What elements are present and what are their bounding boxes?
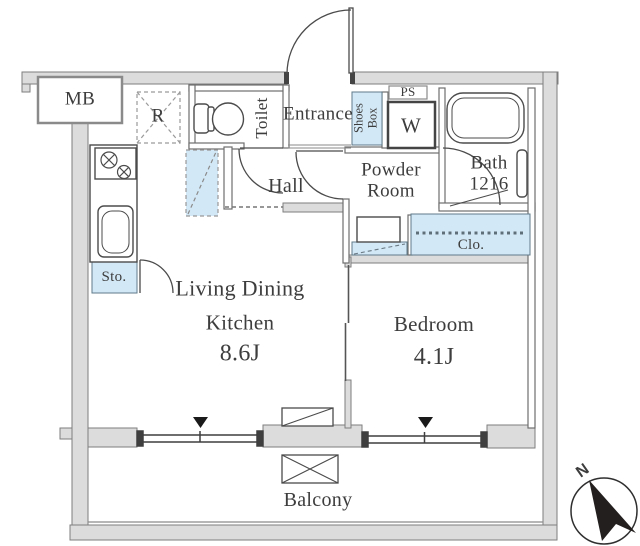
wall-powder-left bbox=[342, 198, 350, 264]
label-powder-line1: Powder bbox=[361, 159, 421, 181]
entrance-door-arc bbox=[286, 9, 352, 75]
hatch-diag2 bbox=[281, 454, 339, 484]
label-closet: Clo. bbox=[457, 236, 485, 253]
shoes-box-area bbox=[351, 91, 383, 146]
stove-burners bbox=[100, 151, 132, 180]
label-ldk-line2: Kitchen bbox=[205, 310, 275, 335]
ldk-window-marker bbox=[193, 417, 208, 428]
label-refrigerator: R bbox=[151, 105, 165, 127]
wall-left-balcony-stub bbox=[59, 427, 73, 440]
label-bedroom-size: 4.1J bbox=[413, 343, 455, 370]
washbasin bbox=[356, 216, 401, 243]
label-powder-room: Powder Room bbox=[361, 160, 421, 201]
wall-toilet-top bbox=[188, 84, 290, 92]
refrigerator-space-area bbox=[185, 149, 219, 217]
ldk-window bbox=[136, 430, 264, 447]
wall-bedroom-right bbox=[527, 87, 536, 429]
outdoor-unit-diagonal bbox=[281, 407, 334, 427]
wall-ldk-bedroom-lower bbox=[344, 379, 352, 429]
label-powder-line2: Room bbox=[367, 180, 415, 201]
label-bath-line1: Bath bbox=[470, 152, 508, 174]
label-ldk-size: 8.6J bbox=[219, 340, 261, 367]
wall-right bbox=[542, 71, 558, 541]
label-bedroom: Bedroom 4.1J bbox=[394, 313, 474, 371]
compass bbox=[570, 477, 638, 545]
bedroom-window bbox=[361, 431, 488, 448]
label-ldk: Living Dining Kitchen 8.6J bbox=[175, 276, 304, 367]
entrance-jamb-left bbox=[284, 72, 289, 84]
vanity-dashed-line bbox=[353, 243, 406, 255]
entrance-jamb-right bbox=[350, 72, 355, 84]
wall-bottom-left-chunk bbox=[87, 427, 138, 448]
label-ldk-line1: Living Dining bbox=[175, 275, 305, 301]
wall-left bbox=[71, 83, 89, 541]
label-bedroom-line1: Bedroom bbox=[393, 312, 475, 337]
refrigerator-box bbox=[136, 91, 181, 144]
wall-bedroom-top bbox=[342, 254, 536, 264]
bedroom-window-marker bbox=[418, 417, 433, 428]
bath-door-panel bbox=[516, 149, 528, 198]
label-shoes-box-line1: Shoes bbox=[351, 103, 366, 133]
entrance-door-leaf bbox=[348, 7, 354, 74]
label-shoes-box: Shoes Box bbox=[351, 103, 380, 133]
label-meter-box: MB bbox=[64, 88, 96, 110]
wall-hall-ldk bbox=[282, 202, 346, 213]
label-entrance: Entrance bbox=[283, 103, 353, 125]
wall-top-left-stub bbox=[21, 83, 31, 93]
refrigerator-space-diagonal bbox=[187, 151, 217, 215]
wall-top-right bbox=[351, 71, 559, 85]
meter-box bbox=[36, 75, 124, 125]
label-shoes-box-line2: Box bbox=[365, 107, 379, 129]
bath-door-arc bbox=[442, 147, 501, 206]
label-storage: Sto. bbox=[101, 268, 127, 285]
wall-toilet-bottom bbox=[188, 142, 245, 150]
label-hall: Hall bbox=[268, 175, 304, 198]
pipe-space-box bbox=[388, 85, 428, 100]
kitchen-sink-basin bbox=[101, 210, 130, 254]
label-washer: W bbox=[400, 113, 422, 138]
label-balcony: Balcony bbox=[283, 489, 353, 512]
label-bath-line2: 1216 bbox=[469, 173, 509, 194]
wall-bath-bottom bbox=[438, 202, 536, 212]
label-pipe-space: PS bbox=[400, 83, 416, 99]
label-toilet: Toilet bbox=[251, 97, 271, 139]
kitchen-door-arc bbox=[139, 259, 174, 294]
label-bath: Bath 1216 bbox=[469, 153, 508, 194]
powder-door-arc bbox=[295, 151, 344, 200]
compass-needle bbox=[589, 480, 636, 541]
wall-hall-left bbox=[223, 146, 233, 210]
bathtub-inner bbox=[451, 97, 520, 139]
wall-balcony-parapet bbox=[69, 524, 558, 541]
wall-toilet-right bbox=[282, 84, 290, 149]
toilet-tank bbox=[193, 103, 210, 134]
washing-machine-box bbox=[386, 100, 437, 150]
storage-area bbox=[91, 261, 138, 294]
toilet-bowl bbox=[211, 102, 245, 136]
toilet-door-arc bbox=[238, 148, 284, 194]
vanity-counter-area bbox=[351, 241, 408, 256]
